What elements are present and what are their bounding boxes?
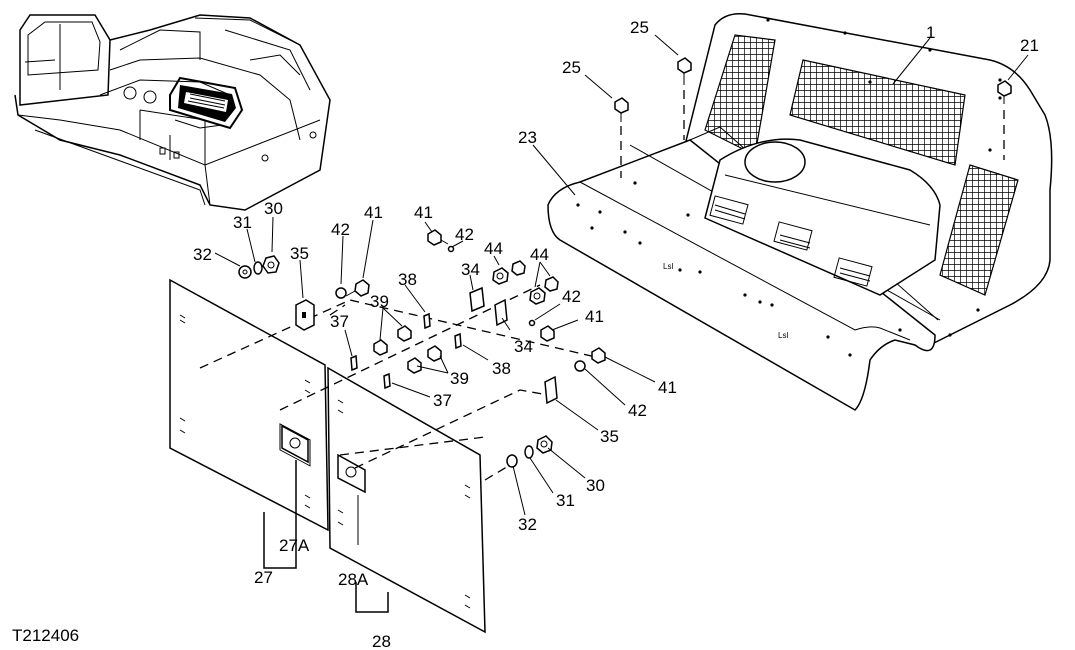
callout-42-b: 42: [455, 225, 474, 244]
callout-37-b: 37: [433, 391, 452, 410]
callout-34-b: 34: [514, 337, 533, 356]
machine-overview: [14, 14, 331, 211]
callout-23: 23: [518, 128, 537, 147]
callout-39-a: 39: [370, 292, 389, 311]
callout-1: 1: [926, 23, 935, 42]
callout-38-b: 38: [492, 359, 511, 378]
callout-42-c: 42: [562, 287, 581, 306]
callout-32-lower: 32: [518, 515, 537, 534]
svg-text:Lsl: Lsl: [663, 262, 673, 271]
screen-cover-assembly: Lsl Lsl: [547, 12, 1053, 411]
callout-44-a: 44: [484, 239, 503, 258]
callout-31-lower: 31: [556, 491, 575, 510]
leader-lines: [214, 34, 1029, 613]
callout-41-d: 41: [658, 378, 677, 397]
door-panel-left: [169, 278, 329, 532]
callout-28A: 28A: [338, 570, 369, 589]
callout-21: 21: [1020, 36, 1039, 55]
callout-25-upper: 25: [630, 18, 649, 37]
callout-37-a: 37: [330, 312, 349, 331]
callout-42-a: 42: [331, 220, 350, 239]
callout-27: 27: [254, 568, 273, 587]
callout-41-b: 41: [414, 203, 433, 222]
svg-text:Lsl: Lsl: [778, 331, 788, 340]
callouts: 1 21 23 25 25 30 31 32 35 42 41 41 42 44…: [193, 18, 1039, 650]
callout-35-upper: 35: [290, 244, 309, 263]
callout-30-lower: 30: [586, 476, 605, 495]
callout-38-a: 38: [398, 270, 417, 289]
door-panel-right: [327, 366, 486, 634]
callout-35-lower: 35: [600, 427, 619, 446]
callout-41-c: 41: [585, 307, 604, 326]
callout-41-a: 41: [364, 203, 383, 222]
callout-25-lower: 25: [562, 58, 581, 77]
callout-39-b: 39: [450, 369, 469, 388]
callout-31-upper: 31: [233, 213, 252, 232]
callout-30-upper: 30: [264, 199, 283, 218]
figure-id: T212406: [12, 626, 79, 645]
callout-28: 28: [372, 632, 391, 650]
callout-44-b: 44: [530, 245, 549, 264]
hardware: [238, 229, 606, 468]
callout-34-a: 34: [461, 260, 480, 279]
callout-42-d: 42: [628, 401, 647, 420]
callout-27A: 27A: [279, 536, 310, 555]
callout-32-upper: 32: [193, 245, 212, 264]
